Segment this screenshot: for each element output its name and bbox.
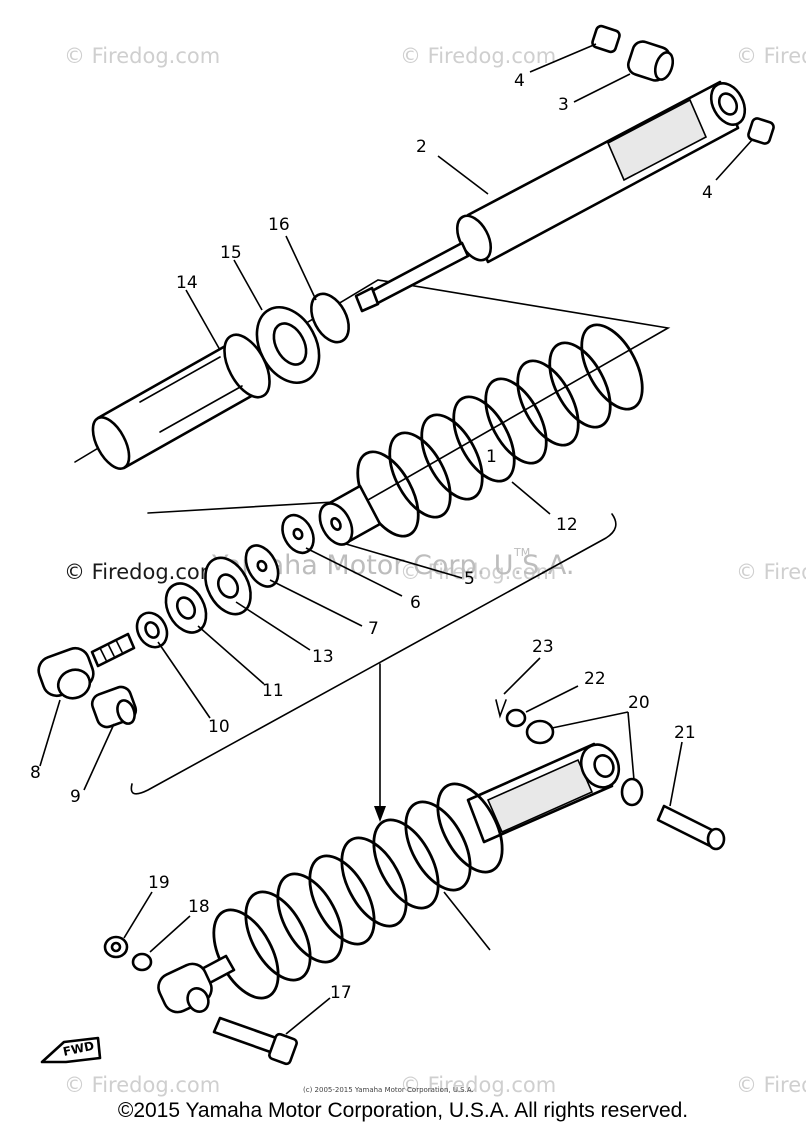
callout-9: 9 (70, 787, 81, 807)
callout-2: 2 (416, 137, 427, 157)
callout-21: 21 (674, 723, 696, 743)
callout-15: 15 (220, 243, 242, 263)
coil-spring-12 (356, 323, 644, 538)
damper-body (354, 80, 747, 313)
watermark-bottom-right: © Firedog.com (736, 1073, 806, 1097)
bushing-9 (90, 685, 138, 729)
callout-8: 8 (30, 763, 41, 783)
callout-16: 16 (268, 215, 290, 235)
callout-19: 19 (148, 873, 170, 893)
assembly-bracket (130, 513, 617, 795)
pin-21 (656, 804, 726, 851)
washer-6 (281, 513, 315, 555)
callout-7: 7 (368, 619, 379, 639)
callout-17: 17 (330, 983, 352, 1003)
watermark-top-center: © Firedog.com (400, 44, 556, 68)
watermark-mid-left: © Firedog.com (64, 560, 220, 584)
copyright-notice: ©2015 Yamaha Motor Corporation, U.S.A. A… (117, 1099, 689, 1122)
plate-7 (244, 544, 280, 588)
callout-23: 23 (532, 637, 554, 657)
cotter-pin-23 (495, 699, 507, 719)
watermark-top-left: © Firedog.com (64, 44, 220, 68)
bolt-17 (212, 1016, 298, 1066)
callout-1: 1 (486, 447, 497, 467)
bushing-3 (626, 40, 675, 82)
washer-10 (135, 611, 169, 649)
trademark-mark: TM (513, 546, 530, 559)
nut-19 (103, 935, 129, 959)
adjuster-13 (204, 556, 252, 616)
callout-18: 18 (188, 897, 210, 917)
washer-18 (131, 952, 153, 972)
eye-end-8 (37, 632, 136, 700)
callout-10: 10 (208, 717, 230, 737)
fwd-arrow-icon: FWD (40, 1036, 102, 1064)
callout-12: 12 (556, 515, 578, 535)
watermark-top-right: © Firedog.com (736, 44, 806, 68)
spring-seat-15 (255, 306, 321, 384)
callout-11: 11 (262, 681, 284, 701)
collar-4-top (591, 24, 621, 54)
callout-4-top: 4 (514, 71, 525, 91)
cover-tube-14 (91, 333, 271, 470)
bump-stop-5 (318, 484, 382, 546)
callout-13: 13 (312, 647, 334, 667)
fine-print: (c) 2005-2015 Yamaha Motor Corporation, … (303, 1086, 474, 1094)
assembly-arrow-head (374, 806, 386, 822)
callout-3: 3 (558, 95, 569, 115)
collar-4-right (747, 117, 775, 145)
washer-22 (505, 708, 527, 728)
watermark-mid-right: © Firedog.com (736, 560, 806, 584)
watermark-bottom-left: © Firedog.com (64, 1073, 220, 1097)
locknut-11 (164, 582, 208, 634)
callout-14: 14 (176, 273, 198, 293)
assembled-shock-1 (157, 742, 621, 1014)
callout-5: 5 (464, 569, 475, 589)
callout-20: 20 (628, 693, 650, 713)
callout-6: 6 (410, 593, 421, 613)
callout-4-right: 4 (702, 183, 713, 203)
collar-20 (525, 719, 644, 807)
watermark-bottom-center: © Firedog.com (400, 1073, 556, 1097)
callout-22: 22 (584, 669, 606, 689)
fwd-label: FWD (62, 1039, 96, 1059)
circlip-16 (310, 292, 350, 344)
